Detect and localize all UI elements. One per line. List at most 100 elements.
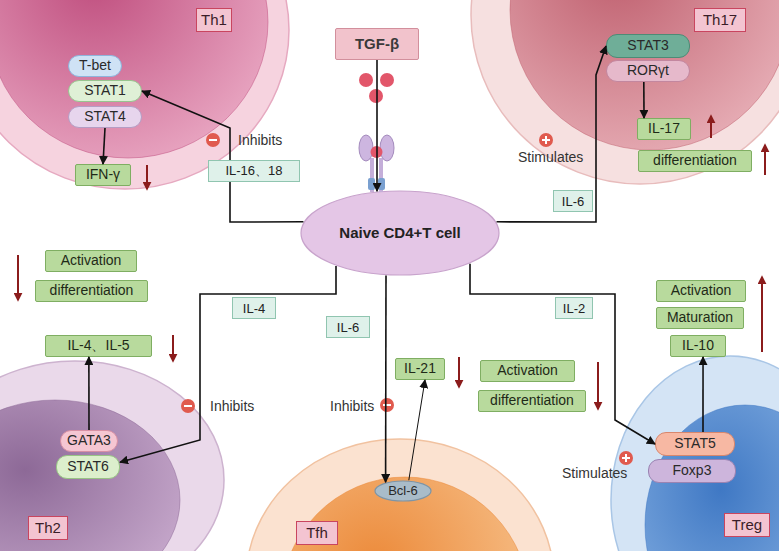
- transcription-factor: STAT1: [68, 80, 142, 102]
- factor-name: RORγt: [627, 63, 669, 78]
- outcome-box: Activation: [656, 280, 746, 302]
- effect-label: Stimulates: [518, 149, 583, 165]
- outcome-text: Activation: [497, 363, 558, 378]
- receptor-domain: [378, 178, 385, 190]
- cell-nucleus: [0, 400, 180, 551]
- outcome-box: differentiation: [638, 150, 752, 172]
- cell-membrane: [611, 356, 779, 551]
- outcome-box: Activation: [45, 250, 137, 272]
- cytokine-name: TGF-β: [355, 36, 399, 53]
- pathway-arrow: [497, 46, 606, 222]
- pathway-arrow: [120, 266, 336, 462]
- ellipse-outline: [375, 481, 431, 501]
- cell-name: Tfh: [296, 521, 338, 545]
- receptor-stem: [379, 158, 383, 192]
- cell-nucleus: [280, 477, 530, 551]
- receptor-domain: [368, 178, 375, 190]
- effect-icons: [181, 133, 633, 465]
- transcription-factor: STAT3: [606, 34, 690, 58]
- cell-name: Treg: [724, 513, 770, 537]
- down-arrow: [458, 357, 460, 387]
- pathway-arrow: [103, 128, 105, 164]
- transcription-factor: STAT5: [655, 432, 735, 456]
- down-arrow: [597, 362, 599, 409]
- up-arrow: [764, 145, 766, 175]
- pathway-arrow: [142, 91, 303, 222]
- receptor-lobe: [380, 135, 394, 161]
- pathway-arrow: [470, 264, 655, 444]
- cytokine-label: IL-6: [326, 316, 370, 338]
- outcome-box: differentiation: [478, 390, 586, 412]
- factor-name: STAT1: [84, 83, 126, 98]
- effect-label: Inhibits: [330, 398, 374, 414]
- t-cell-subset: Treg STAT5Foxp3: [610, 355, 779, 551]
- outcome-box: Activation: [480, 360, 575, 382]
- cytokine-label: IL-4: [232, 297, 276, 319]
- factor-name: Foxp3: [673, 463, 712, 478]
- outcome-text: IL-10: [682, 338, 714, 353]
- effect-label: Inhibits: [210, 398, 254, 414]
- tgf-ligand-dots: [359, 73, 394, 103]
- outcome-text: Activation: [671, 283, 732, 298]
- ligand-dot: [369, 89, 383, 103]
- cytokine-label: IL-6: [553, 190, 593, 212]
- cell-nucleus: [645, 405, 779, 551]
- cell-name: Th1: [196, 8, 232, 32]
- outcome-box: IL-10: [670, 335, 726, 357]
- factor-name: T-bet: [79, 58, 111, 73]
- cell-membrane: [0, 361, 224, 551]
- outcome-text: differentiation: [490, 393, 574, 408]
- cell-name: Naive CD4+T cell: [339, 225, 460, 242]
- pathway-arrow: [88, 357, 90, 430]
- factor-name: Bcl-6: [388, 484, 418, 498]
- inhibit-icon: [380, 398, 394, 412]
- naive-cell: Naive CD4+T cell: [300, 190, 500, 276]
- cytokine-box: TGF-β: [335, 28, 419, 60]
- factor-name: STAT6: [67, 459, 109, 474]
- outcome-box: differentiation: [35, 280, 148, 302]
- cell-name: Th17: [694, 8, 746, 32]
- minus-sign: [383, 404, 391, 406]
- outcome-box: Maturation: [656, 307, 744, 329]
- pathway-arrow: [385, 276, 387, 483]
- cell-nucleus: [0, 0, 268, 158]
- transcription-factor: RORγt: [606, 60, 690, 82]
- outcome-text: differentiation: [50, 283, 134, 298]
- down-arrow: [17, 255, 19, 300]
- outcome-text: IL-21: [404, 361, 436, 376]
- pathway-arrow: [409, 380, 425, 480]
- receptor-stem: [370, 158, 374, 192]
- pathway-arrow: [376, 60, 378, 191]
- ligand-dot: [380, 73, 394, 87]
- transcription-factor: STAT6: [56, 455, 120, 479]
- cytokine-label: IL-16、18: [208, 160, 300, 182]
- outcome-text: IFN-γ: [86, 167, 120, 182]
- outcome-text: IL-17: [648, 121, 680, 136]
- factor-name: STAT5: [674, 436, 716, 451]
- ligand-dot: [359, 73, 373, 87]
- effect-label: Stimulates: [562, 465, 627, 481]
- outcome-box: IL-21: [395, 358, 445, 380]
- cell-name: Th2: [28, 516, 68, 540]
- outcome-box: IL-17: [637, 118, 691, 140]
- outcome-text: Activation: [61, 253, 122, 268]
- cell-membrane: [471, 0, 779, 184]
- transcription-factor: Bcl-6: [374, 480, 432, 502]
- down-arrow: [172, 335, 174, 361]
- transcription-factor: T-bet: [68, 55, 122, 77]
- transcription-factor: STAT4: [68, 106, 142, 128]
- transcription-factor: GATA3: [60, 430, 118, 452]
- effect-label: Inhibits: [238, 132, 282, 148]
- up-arrow: [761, 277, 763, 352]
- t-cell-subset: Th2 GATA3STAT6: [0, 360, 225, 551]
- bound-ligand: [371, 146, 383, 158]
- factor-name: STAT3: [627, 38, 669, 53]
- tgf-receptor: [359, 135, 394, 192]
- outcome-text: differentiation: [653, 153, 737, 168]
- receptor-lobe: [359, 135, 373, 161]
- ellipse-outline: [301, 191, 499, 275]
- outcome-text: IL-4、IL-5: [67, 338, 129, 353]
- factor-name: GATA3: [67, 433, 111, 448]
- outcome-box: IFN-γ: [75, 164, 131, 186]
